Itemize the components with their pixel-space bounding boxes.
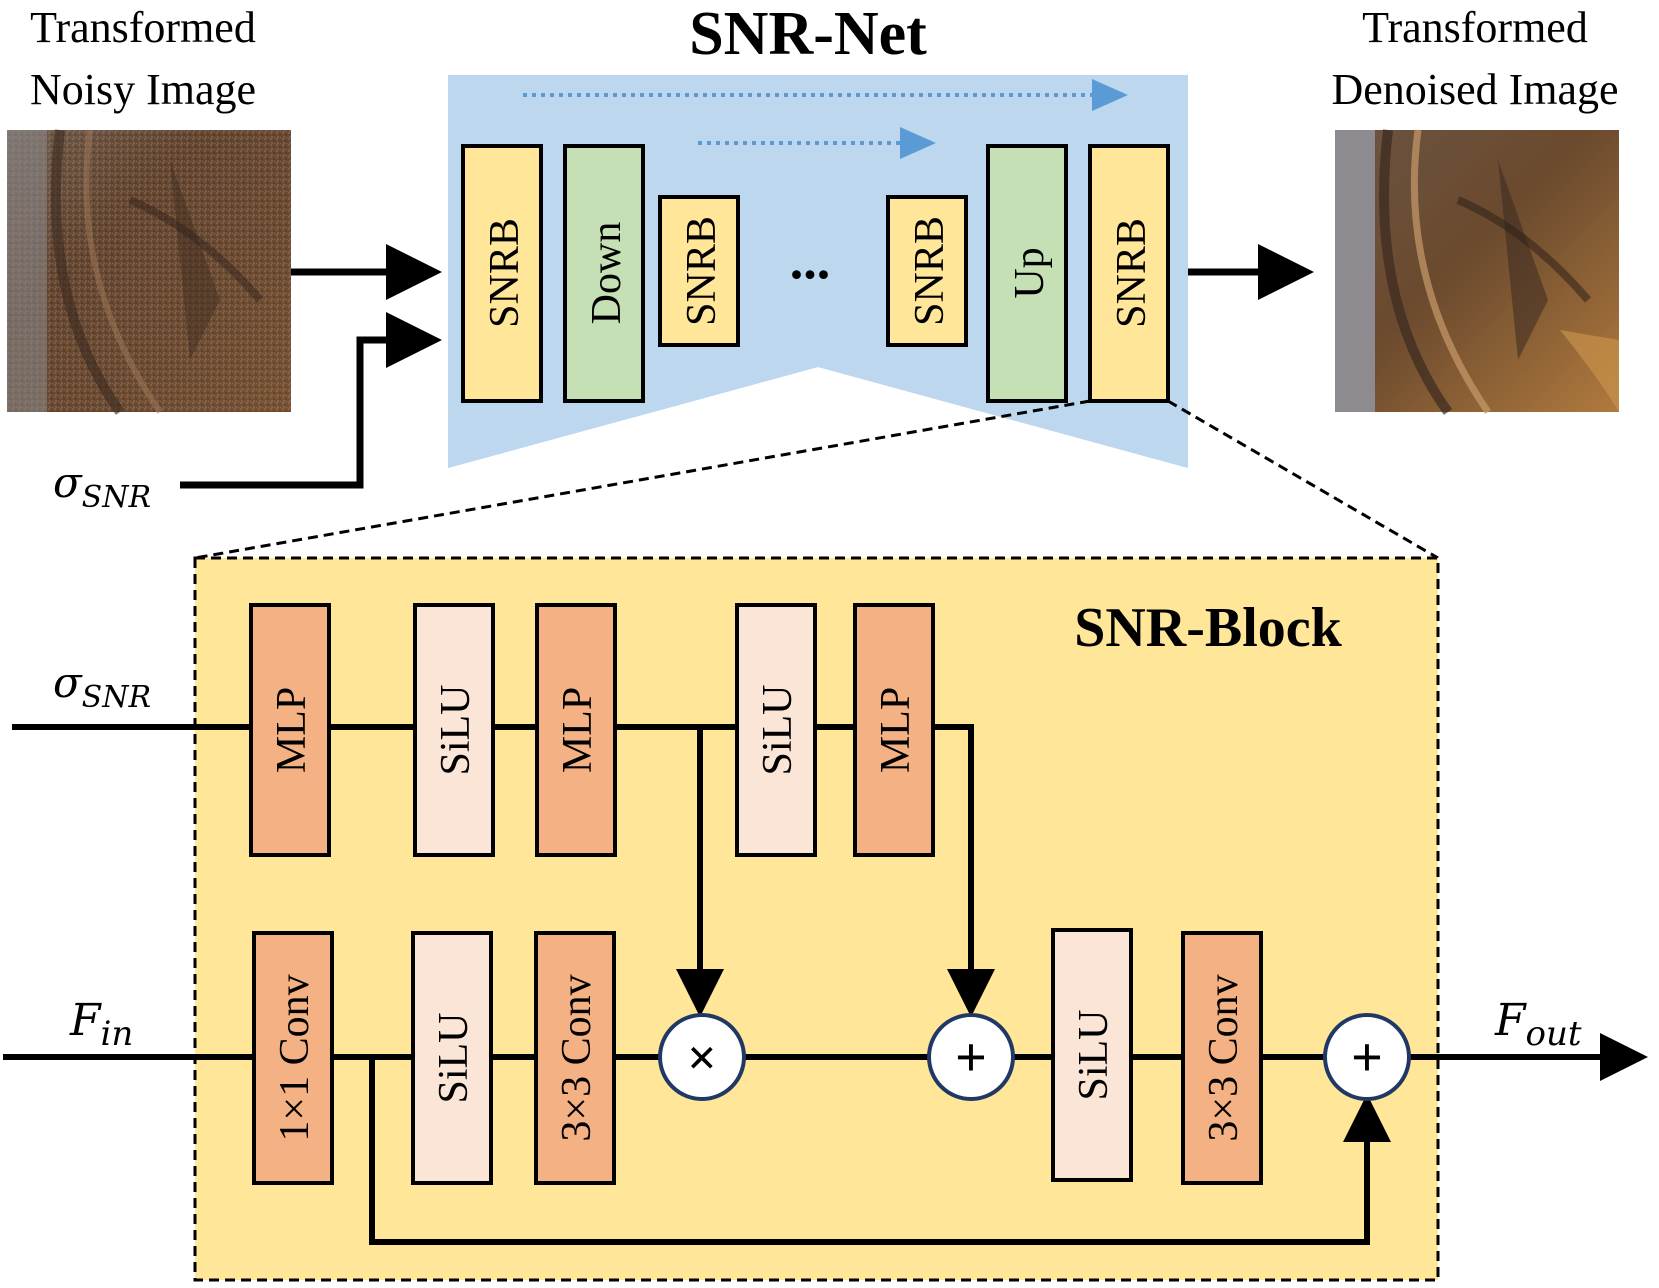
net-block-label: SNRB [482,218,528,328]
fout-symbol: F [1494,995,1527,1046]
output-label-line1: Transformed [1362,3,1588,52]
sigma-input-arrow [180,312,442,489]
denoised-image [1335,129,1619,415]
fout-subscript: out [1526,1014,1582,1054]
top-block-silu-2: SiLU [735,603,817,857]
net-ellipsis: ... [790,230,831,290]
net-block-label: SNRB [907,216,953,326]
net-block-snrb-3: SNRB [886,195,968,347]
net-sigma-symbol: σ [53,458,83,507]
net-sigma-label: σSNR [53,458,151,515]
top-block-label: MLP [555,687,601,773]
net-block-snrb-1: SNRB [461,144,543,403]
bottom-block-label: 3×3 Conv [554,974,600,1141]
top-block-label: MLP [269,687,315,773]
top-block-label: SiLU [755,684,801,775]
add-op-1: + [927,1013,1015,1101]
noisy-image [7,129,291,415]
net-sigma-subscript: SNR [82,480,151,515]
fin-label: Fin [69,995,133,1054]
top-block-mlp-3: MLP [853,603,935,857]
top-block-silu-1: SiLU [413,603,495,857]
residual-connection [369,1057,1391,1245]
bottom-block-label: SiLU [1071,1009,1117,1100]
fin-symbol: F [69,995,102,1046]
net-block-label: SNRB [1109,218,1155,328]
snr-net-title: SNR-Net [689,0,927,68]
input-label-line1: Transformed [30,3,256,52]
net-block-down: Down [563,144,645,403]
bottom-block-silu-2: SiLU [1051,928,1133,1182]
bottom-block-label: SiLU [431,1012,477,1103]
bottom-block-label: 3×3 Conv [1201,974,1247,1141]
add-symbol: + [1351,1027,1383,1089]
net-block-label: Up [1007,247,1053,298]
top-block-mlp-1: MLP [249,603,331,857]
bottom-block-conv3x3-2: 3×3 Conv [1181,931,1263,1185]
top-block-mlp-2: MLP [535,603,617,857]
add-op-2: + [1323,1013,1411,1101]
snr-block-title: SNR-Block [1074,597,1342,659]
bottom-block-silu-1: SiLU [411,931,493,1185]
top-block-label: SiLU [433,684,479,775]
add-symbol: + [955,1027,987,1089]
zoom-line-right [1167,399,1439,560]
input-label-line2: Noisy Image [30,65,256,114]
fout-label: Fout [1494,995,1582,1054]
block-sigma-label: σSNR [53,658,151,715]
multiply-symbol: × [687,1030,717,1087]
zoom-line-left [194,399,1091,560]
net-block-snrb-4: SNRB [1088,144,1170,403]
fin-subscript: in [101,1014,134,1054]
bottom-block-conv1x1: 1×1 Conv [252,931,334,1185]
net-block-label: Down [584,222,630,325]
shift-arrow [933,724,995,1017]
block-sigma-subscript: SNR [82,680,151,715]
net-block-up: Up [986,144,1068,403]
top-block-label: MLP [873,687,919,773]
net-block-label: SNRB [679,216,725,326]
output-label-line2: Denoised Image [1331,65,1618,114]
net-block-snrb-2: SNRB [658,195,740,347]
bottom-block-conv3x3-1: 3×3 Conv [534,931,616,1185]
multiply-op: × [658,1013,746,1101]
block-sigma-symbol: σ [53,658,83,707]
bottom-block-label: 1×1 Conv [272,974,318,1141]
